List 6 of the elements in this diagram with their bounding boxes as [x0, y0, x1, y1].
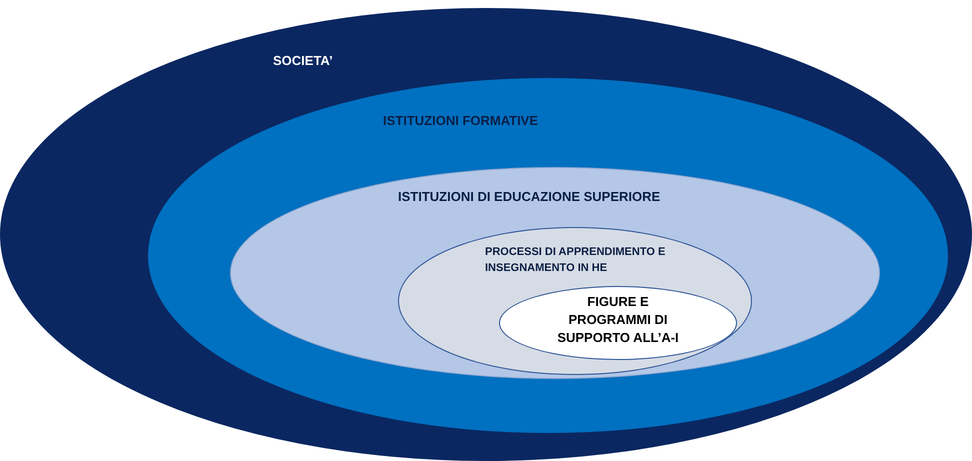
ellipse-label: ISTITUZIONI FORMATIVE [383, 112, 540, 129]
ellipse [0, 8, 972, 461]
ellipse-label: PROCESSI DI APPRENDIMENTO E INSEGNAMENTO IN HE [485, 245, 666, 276]
ellipse-label: SOCIETA’ [273, 52, 334, 69]
ellipse-label: ISTITUZIONI DI EDUCAZIONE SUPERIORE [398, 188, 662, 205]
ellipse-label: FIGURE E PROGRAMMI DI SUPPORTO ALL’A-I [556, 293, 680, 347]
